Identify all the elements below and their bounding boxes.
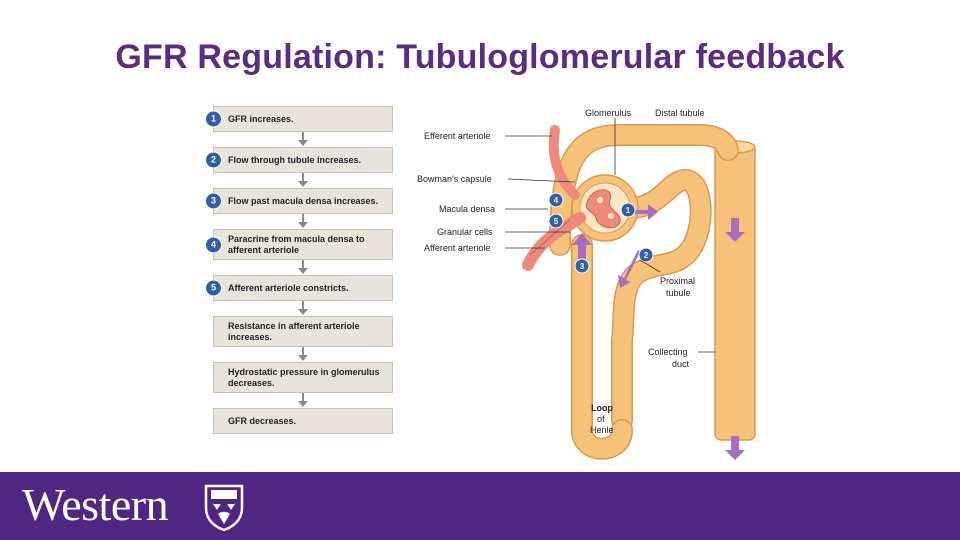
flow-step-text: GFR increases. bbox=[228, 113, 294, 124]
marker-5: 5 bbox=[548, 213, 564, 229]
step-number-badge: 1 bbox=[205, 110, 222, 128]
leader-lines bbox=[505, 118, 715, 353]
svg-text:2: 2 bbox=[644, 251, 649, 260]
efferent-arteriole bbox=[548, 125, 580, 200]
flow-step-6: Resistance in afferent arteriole increas… bbox=[213, 316, 393, 347]
down-arrow-icon bbox=[213, 214, 393, 229]
label-macula-densa: Macula densa bbox=[439, 204, 495, 214]
flow-step-7: Hydrostatic pressure in glomerulus decre… bbox=[213, 362, 393, 393]
flow-step-5: 5 Afferent arteriole constricts. bbox=[205, 275, 393, 301]
flow-step-text: Flow through tubule increases. bbox=[228, 154, 362, 165]
label-of: of bbox=[597, 414, 605, 424]
marker-2: 2 bbox=[638, 247, 654, 263]
step-number-badge: 3 bbox=[205, 192, 222, 210]
label-tubule: tubule bbox=[666, 288, 691, 298]
svg-text:1: 1 bbox=[626, 206, 631, 215]
flow-step-1: 1 GFR increases. bbox=[205, 106, 393, 132]
brand-wordmark: Western bbox=[22, 479, 169, 530]
flow-step-8: GFR decreases. bbox=[213, 408, 393, 434]
label-glomerulus: Glomerulus bbox=[585, 108, 632, 118]
svg-text:3: 3 bbox=[580, 262, 585, 271]
label-henle: Henle bbox=[590, 425, 614, 435]
footer-bar bbox=[0, 472, 960, 540]
flowchart: 1 GFR increases. 2 Flow through tubule i… bbox=[205, 106, 393, 434]
flow-step-2: 2 Flow through tubule increases. bbox=[205, 147, 393, 173]
flow-step-text: GFR decreases. bbox=[228, 415, 297, 426]
collecting-duct bbox=[714, 140, 756, 441]
down-arrow-icon bbox=[213, 132, 393, 147]
down-arrow-icon bbox=[213, 173, 393, 188]
flow-step-text: Paracrine from macula densa to afferent … bbox=[228, 233, 365, 255]
svg-text:4: 4 bbox=[554, 196, 559, 205]
marker-3: 3 bbox=[574, 258, 590, 274]
label-distal-tubule: Distal tubule bbox=[655, 108, 705, 118]
label-afferent-arteriole: Afferent arteriole bbox=[424, 243, 490, 253]
marker-4: 4 bbox=[548, 192, 564, 208]
label-proximal: Proximal bbox=[660, 276, 695, 286]
label-collecting: Collecting bbox=[648, 347, 688, 357]
label-bowmans-capsule: Bowman's capsule bbox=[417, 174, 492, 184]
label-duct: duct bbox=[672, 359, 690, 369]
flow-arrows bbox=[572, 204, 745, 460]
flow-step-4: 4 Paracrine from macula densa to afferen… bbox=[205, 229, 393, 260]
step-number-badge: 2 bbox=[205, 151, 222, 169]
label-loop: Loop bbox=[591, 403, 613, 413]
nephron-diagram: 1 2 3 4 5 Glomerulus Distal tubule Effer… bbox=[417, 108, 756, 460]
marker-1: 1 bbox=[620, 202, 636, 218]
glomerulus bbox=[585, 189, 621, 229]
down-arrow-icon bbox=[213, 347, 393, 362]
down-arrow-icon bbox=[213, 301, 393, 316]
flow-step-text: Resistance in afferent arteriole increas… bbox=[228, 320, 360, 342]
slide-title: GFR Regulation: Tubuloglomerular feedbac… bbox=[115, 38, 845, 76]
flow-step-3: 3 Flow past macula densa increases. bbox=[205, 188, 393, 214]
flow-step-text: Flow past macula densa increases. bbox=[228, 195, 379, 206]
label-efferent-arteriole: Efferent arteriole bbox=[424, 131, 490, 141]
down-arrow-icon bbox=[213, 393, 393, 408]
step-number-badge: 4 bbox=[205, 236, 222, 253]
label-granular-cells: Granular cells bbox=[437, 227, 493, 237]
down-arrow-icon bbox=[213, 260, 393, 275]
svg-text:5: 5 bbox=[554, 217, 559, 226]
step-number-badge: 5 bbox=[205, 279, 222, 297]
university-crest-icon bbox=[204, 484, 244, 532]
flow-step-text: Afferent arteriole constricts. bbox=[228, 282, 349, 293]
flow-step-text: Hydrostatic pressure in glomerulus decre… bbox=[228, 366, 380, 388]
